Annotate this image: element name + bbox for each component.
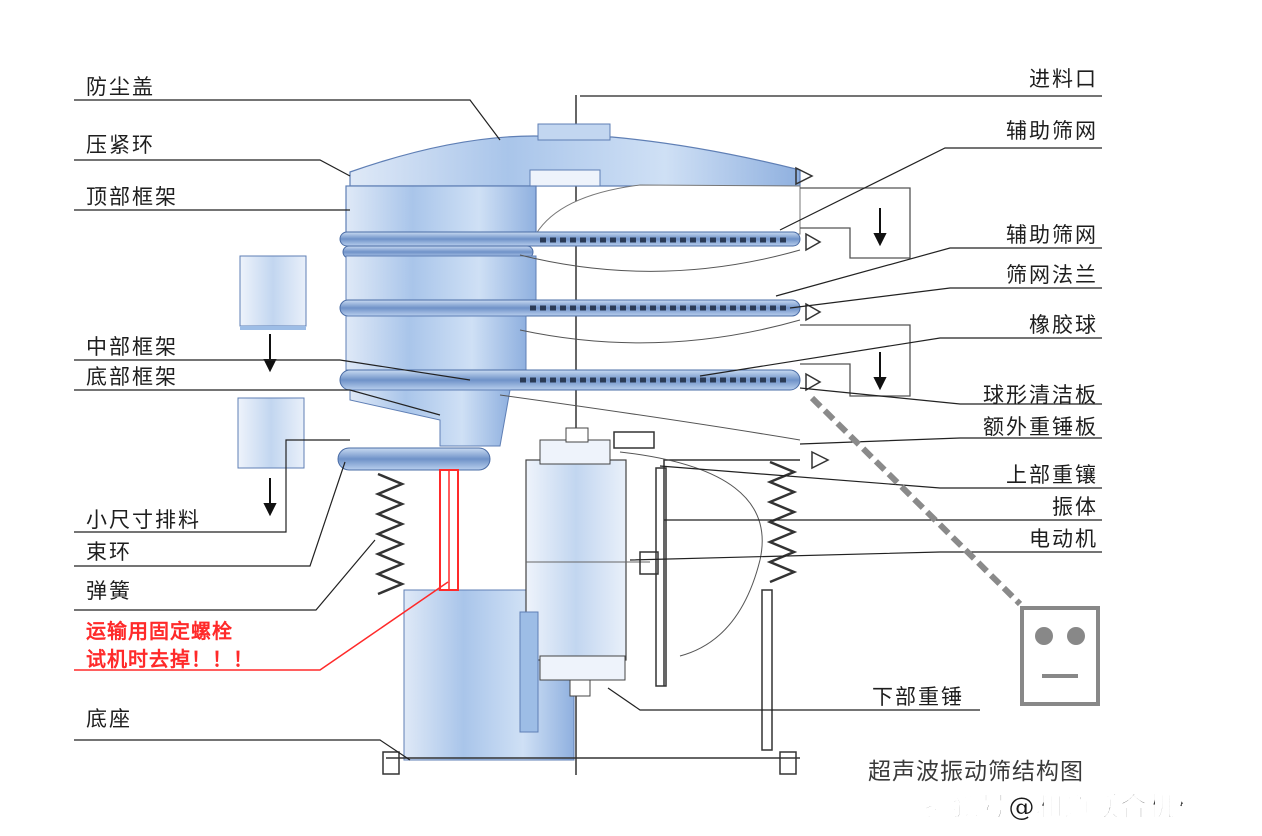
label-bottom-frame: 底部框架 — [86, 365, 178, 389]
warning-line-1: 运输用固定螺栓 — [86, 619, 233, 643]
label-rubber-ball: 橡胶球 — [1029, 313, 1098, 337]
top-frame — [345, 185, 537, 235]
label-vibrating-body: 振体 — [1052, 495, 1098, 519]
lower-weight — [539, 655, 626, 681]
label-clamp-ring: 压紧环 — [86, 133, 155, 157]
leader-lines-right — [580, 95, 1102, 711]
label-middle-frame: 中部框架 — [86, 335, 178, 359]
warning-line-2: 试机时去掉！！！ — [86, 647, 254, 671]
outlet-chute-1 — [239, 255, 307, 327]
spring-left — [374, 472, 406, 596]
motor — [525, 459, 627, 661]
label-spring: 弹簧 — [86, 579, 132, 603]
diagram-caption: 超声波振动筛结构图 — [868, 759, 1084, 785]
label-dust-cover: 防尘盖 — [86, 75, 155, 99]
robot-face-icon — [1020, 606, 1100, 706]
label-aux-screen-1: 辅助筛网 — [1006, 119, 1098, 143]
label-lower-weight: 下部重锤 — [872, 685, 964, 709]
label-upper-weight: 上部重镶 — [1006, 463, 1098, 487]
spring-right — [766, 460, 798, 584]
label-band-ring: 束环 — [86, 540, 132, 564]
red-leader — [74, 581, 449, 671]
label-aux-screen-2: 辅助筛网 — [1006, 223, 1098, 247]
label-extra-weight-plate: 额外重锤板 — [983, 415, 1098, 439]
bottom-frame — [349, 389, 511, 447]
feed-inlet — [537, 123, 611, 141]
label-base: 底座 — [86, 707, 132, 731]
watermark: 搜狐号@和道联合机械 — [924, 792, 1204, 824]
label-feed-inlet: 进料口 — [1029, 67, 1098, 91]
label-top-frame: 顶部框架 — [86, 185, 178, 209]
middle-frame — [345, 255, 537, 307]
arrow-down-icon — [263, 208, 887, 517]
dust-cover — [349, 135, 801, 187]
label-screen-flange: 筛网法兰 — [1006, 263, 1098, 287]
band-ring — [337, 447, 491, 471]
label-motor: 电动机 — [1029, 527, 1098, 551]
label-ball-cleaning-plate: 球形清洁板 — [983, 383, 1098, 407]
label-small-discharge: 小尺寸排料 — [86, 508, 201, 532]
middle-frame-2 — [345, 315, 527, 371]
upper-weight — [539, 439, 611, 465]
leader-lines-left — [74, 99, 501, 761]
outlet-chute-2 — [237, 397, 305, 469]
